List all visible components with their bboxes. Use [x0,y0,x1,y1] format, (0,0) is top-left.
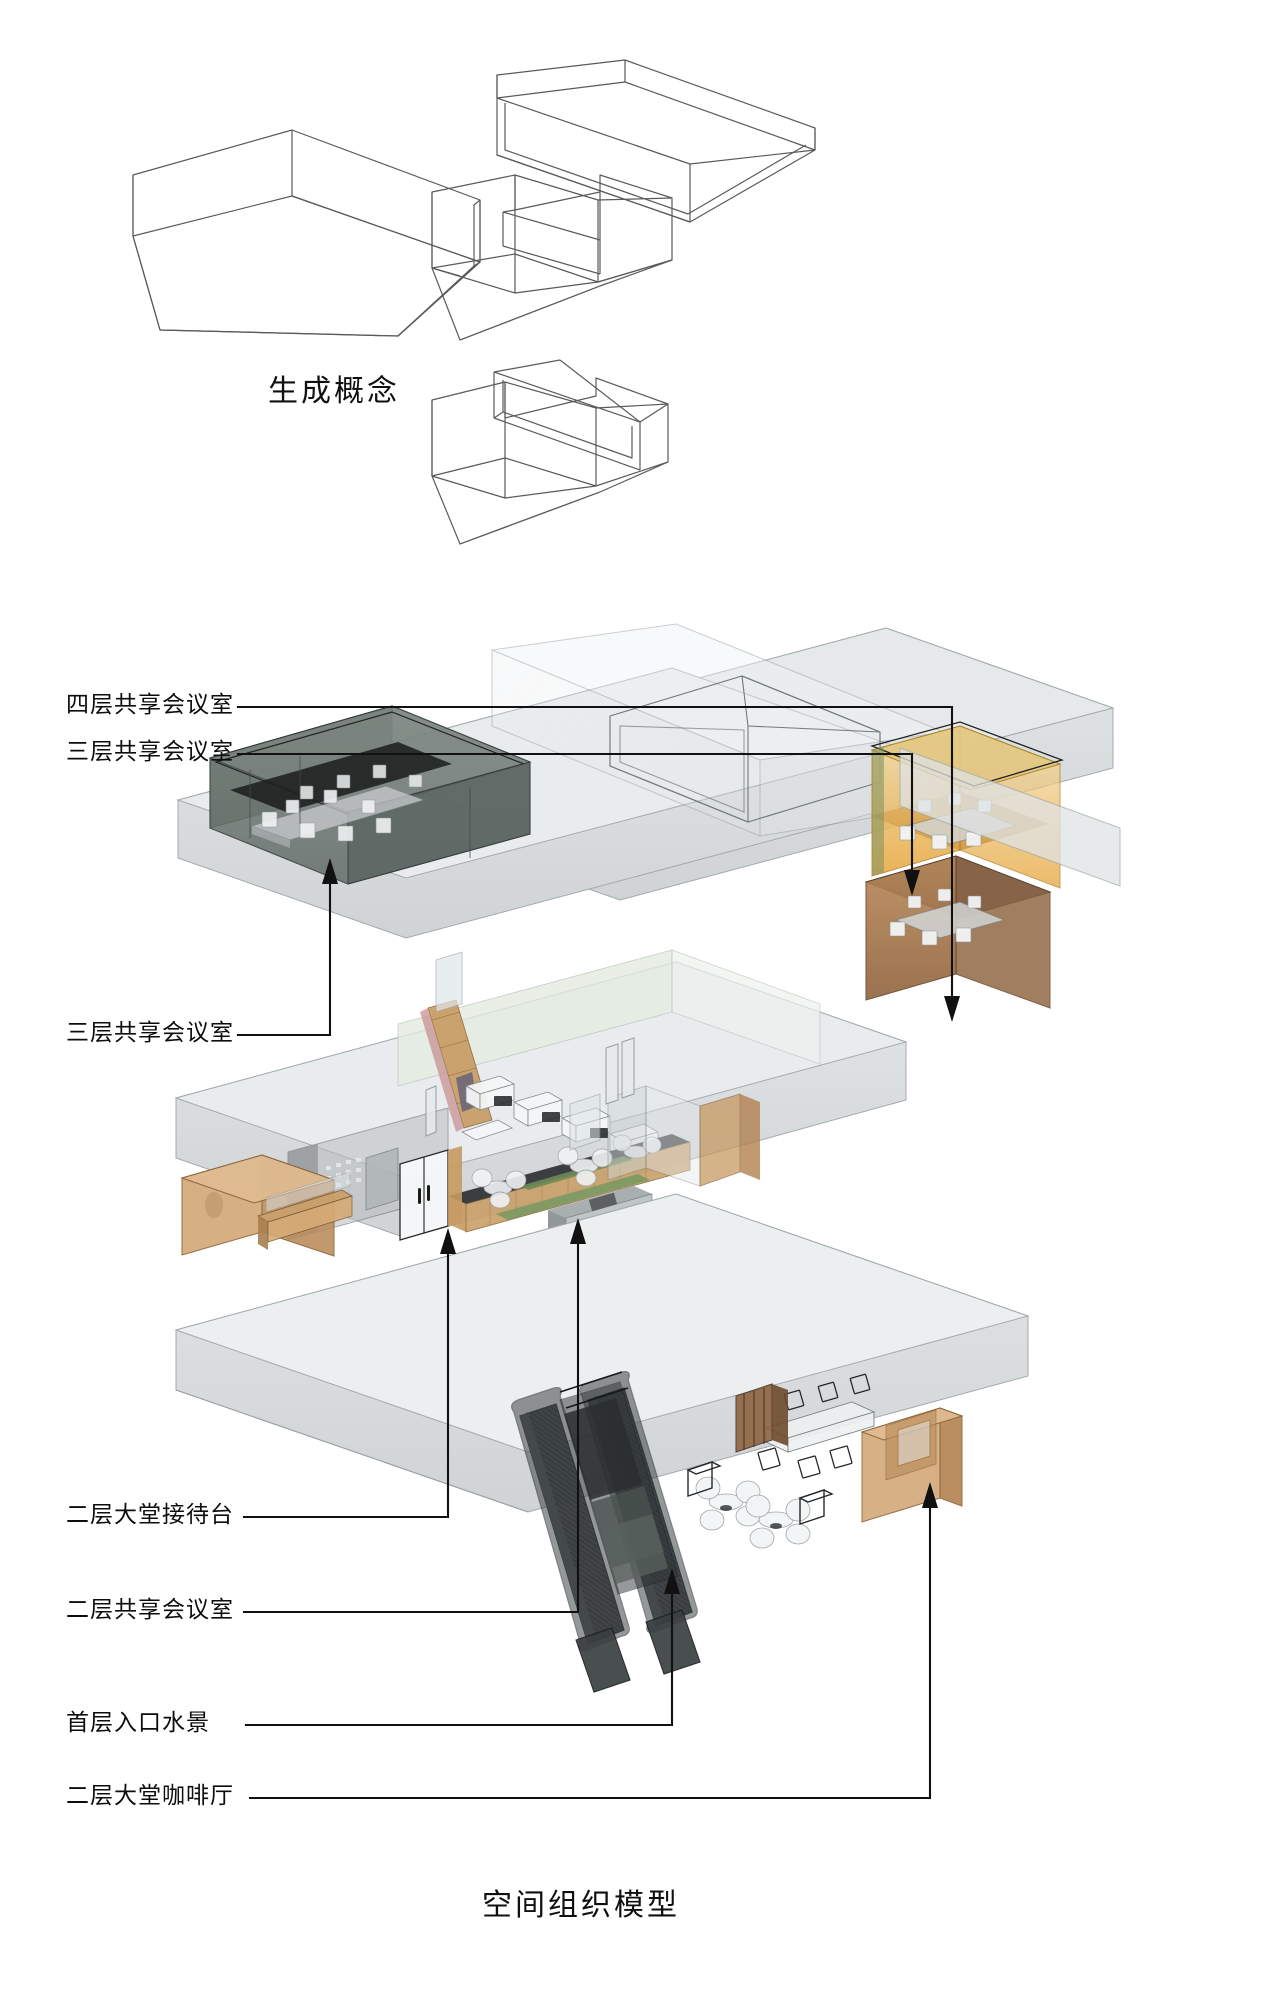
reception-desk-block [180,1154,353,1257]
concept-title: 生成概念 [268,374,400,409]
leader-arrowheads [322,858,960,1594]
upper-level-group [176,623,1121,1009]
entry-cafe-zone [686,1373,964,1549]
callout-label-l3-shared-meeting-top: 三层共享会议室 [66,739,234,765]
callout-label-l2-lobby-cafe: 二层大堂咖啡厅 [66,1783,234,1809]
massing-bar-left [132,129,481,337]
callout-label-l4-shared-meeting: 四层共享会议室 [66,692,234,718]
mid-level-group [174,949,908,1257]
right-partition [569,1085,760,1187]
leader-l3-shared-meeting-top [236,752,914,882]
callout-label-l1-entry-water: 首层入口水景 [66,1710,210,1736]
leader-l2-lobby-cafe [248,1492,932,1800]
callout-label-l2-shared-meeting: 二层共享会议室 [66,1597,234,1623]
leader-l3-shared-meeting-left [236,868,332,1037]
leader-l1-entry-water [244,1578,674,1727]
massing-notched-bar [431,174,673,341]
leader-l2-lobby-reception [242,1238,450,1519]
leader-l4-shared-meeting [236,705,954,1010]
callout-label-l3-shared-meeting-left: 三层共享会议室 [66,1020,234,1046]
lower-level-group [174,1193,1030,1693]
massing-open-box-top [496,59,816,223]
leader-l2-shared-meeting [242,1228,580,1614]
massing-combined-bottom [431,359,669,545]
model-title: 空间组织模型 [482,1888,680,1923]
dark-meeting-room [208,705,532,885]
entry-wood-volume [860,1407,964,1523]
callout-label-l2-lobby-reception: 二层大堂接待台 [66,1502,234,1528]
